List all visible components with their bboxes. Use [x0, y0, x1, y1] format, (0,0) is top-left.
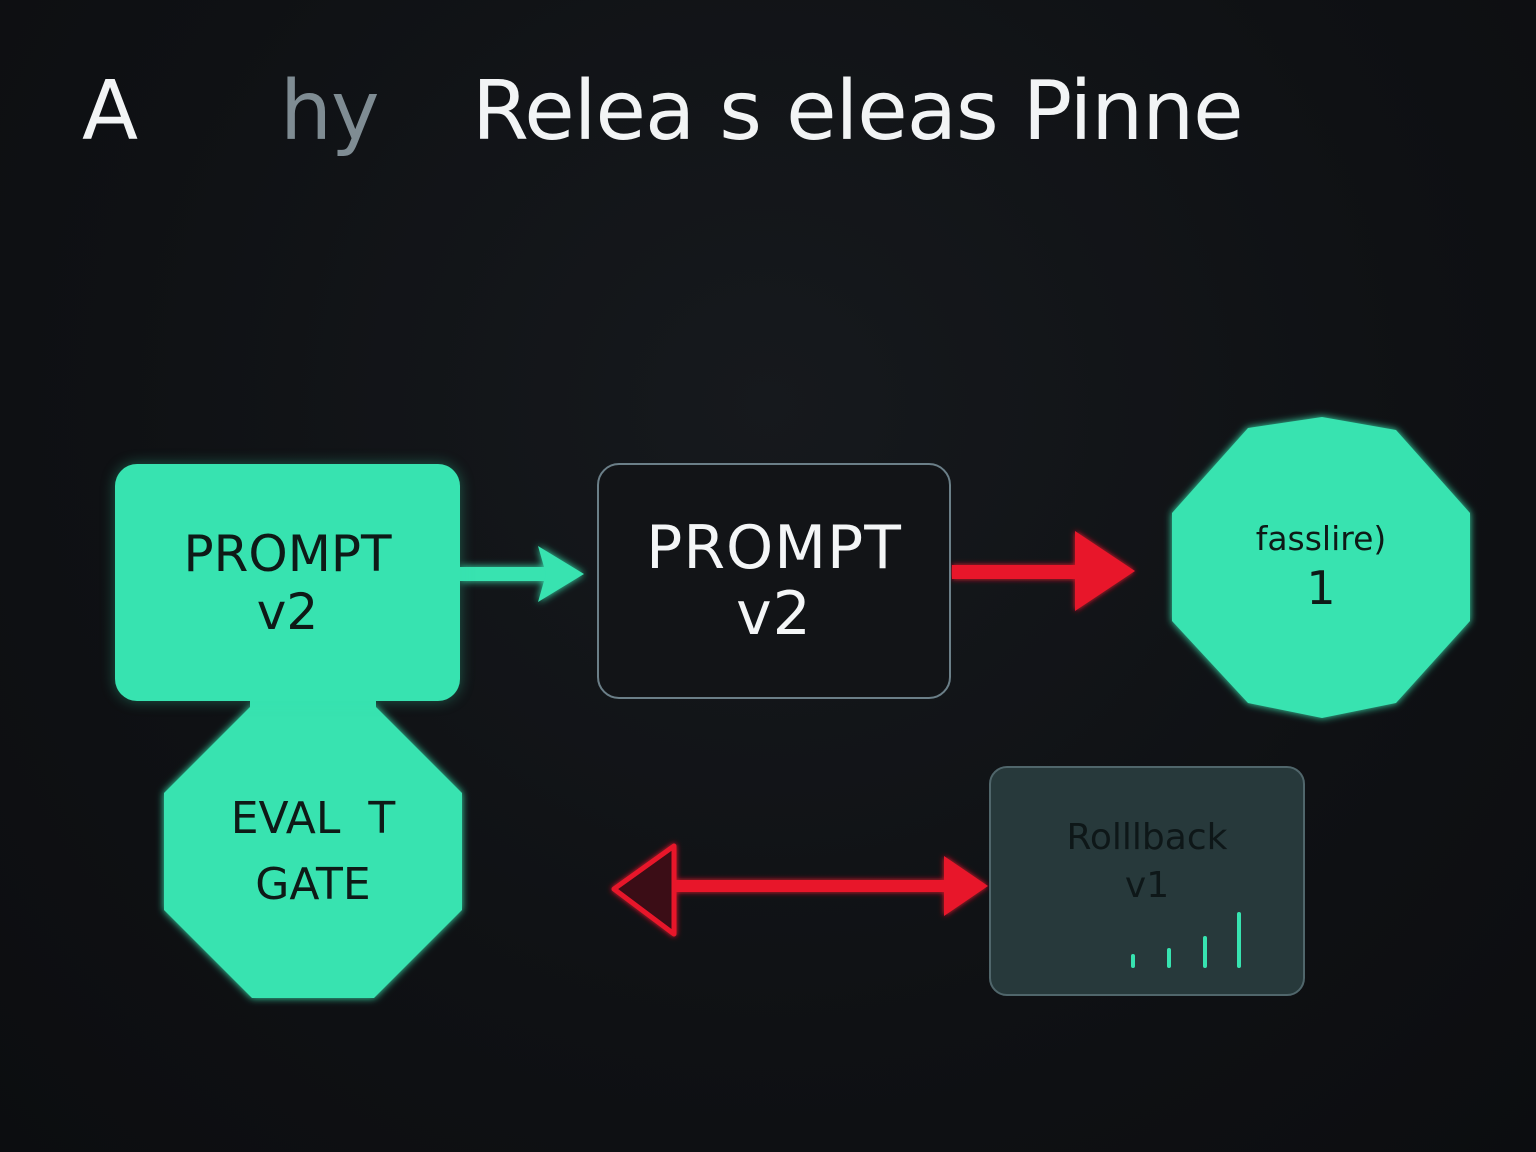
bar-chart-icon-bar-4: [1237, 912, 1241, 968]
bar-chart-icon: [1131, 912, 1241, 968]
eval-gate-title: EVAL T: [230, 792, 396, 844]
title-part-a: A: [82, 64, 138, 159]
prompt-v2-node-title: PROMPT: [183, 524, 392, 583]
title-part-hy: hy: [280, 64, 379, 159]
rollback-version: v1: [1124, 865, 1170, 906]
prompt-v2-release-version: v2: [736, 579, 812, 649]
eval-gate-node: EVAL T GATE: [164, 705, 462, 998]
prompt-v2-node-version: v2: [256, 582, 319, 641]
arrow-red-bidirectional: [611, 843, 988, 937]
prompt-v2-release-title: PROMPT: [646, 513, 902, 583]
bar-chart-icon-bar-1: [1131, 954, 1135, 968]
rollback-title: Rolllback: [1066, 817, 1228, 858]
bar-chart-icon-bar-3: [1203, 936, 1207, 968]
eval-gate-subtitle: GATE: [255, 858, 371, 910]
failure-node-title: fasslire): [1255, 519, 1387, 558]
bar-chart-icon-bar-2: [1167, 948, 1171, 968]
eval-gate-octagon: [164, 705, 462, 998]
rollback-v1-node: Rolllback v1: [989, 766, 1305, 996]
prompt-v2-release-node: PROMPT v2: [597, 463, 951, 699]
failure-node-count: 1: [1306, 561, 1336, 615]
prompt-v2-node: PROMPT v2: [115, 464, 460, 701]
arrow-red-forward: [952, 531, 1135, 611]
arrow-green: [460, 546, 584, 602]
failure-node: fasslire) 1: [1172, 417, 1470, 719]
failure-octagon: [1172, 417, 1470, 718]
page-title: Relea s eleas Pinne: [472, 64, 1244, 159]
